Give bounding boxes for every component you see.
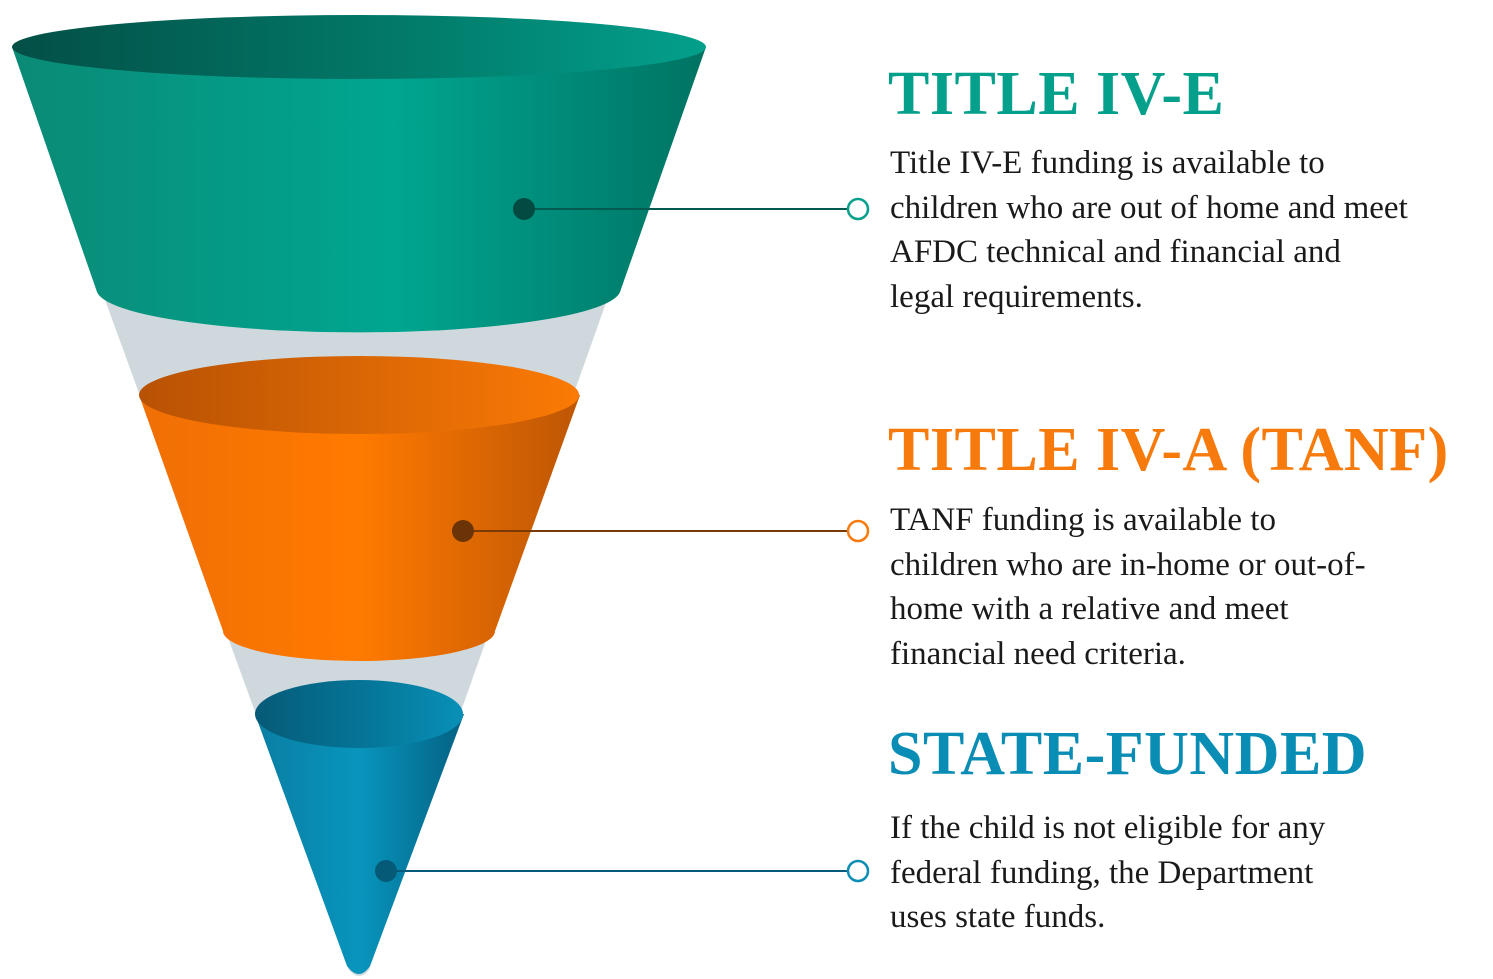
funnel-segment-title-iv-e [12, 47, 706, 333]
connector-ring [846, 859, 870, 883]
description-line: Title IV-E funding is available to [890, 145, 1325, 181]
funnel-segment-title-iv-a-top [139, 356, 579, 434]
connector-dot [513, 198, 535, 220]
funnel-segment-state-funded [255, 714, 464, 974]
connector-title-iv-a [452, 519, 870, 543]
funnel-segment-state-funded-top [255, 680, 463, 748]
heading-title-iv-e: TITLE IV-E [888, 60, 1225, 128]
connector-dot [452, 520, 474, 542]
description-line: federal funding, the Department [890, 854, 1314, 891]
description-line: financial need criteria. [890, 635, 1186, 672]
description-title-iv-a: TANF funding is available to children wh… [890, 498, 1490, 676]
connector-state-funded [375, 859, 870, 883]
description-line: children who are out of home and meet [890, 189, 1408, 226]
connector-title-iv-e [513, 197, 870, 221]
connector-ring [846, 519, 870, 543]
description-state-funded: If the child is not eligible for any fed… [890, 806, 1490, 940]
funnel-segment-title-iv-e-top [12, 15, 706, 79]
funnel-segment-title-iv-a [139, 395, 580, 661]
connector-dot [375, 860, 397, 882]
description-line: uses state funds. [890, 899, 1106, 935]
heading-title-iv-a: TITLE IV-A (TANF) [888, 416, 1449, 484]
description-line: children who are in-home or out-of- [890, 546, 1366, 583]
description-line: AFDC technical and financial and [890, 234, 1341, 270]
description-line: legal requirements. [890, 278, 1143, 315]
description-title-iv-e: Title IV-E funding is available to child… [890, 141, 1490, 319]
description-line: If the child is not eligible for any [890, 810, 1326, 846]
heading-state-funded: STATE-FUNDED [888, 720, 1368, 788]
connector-ring [846, 197, 870, 221]
description-line: TANF funding is available to [890, 502, 1276, 538]
description-line: home with a relative and meet [890, 591, 1289, 627]
